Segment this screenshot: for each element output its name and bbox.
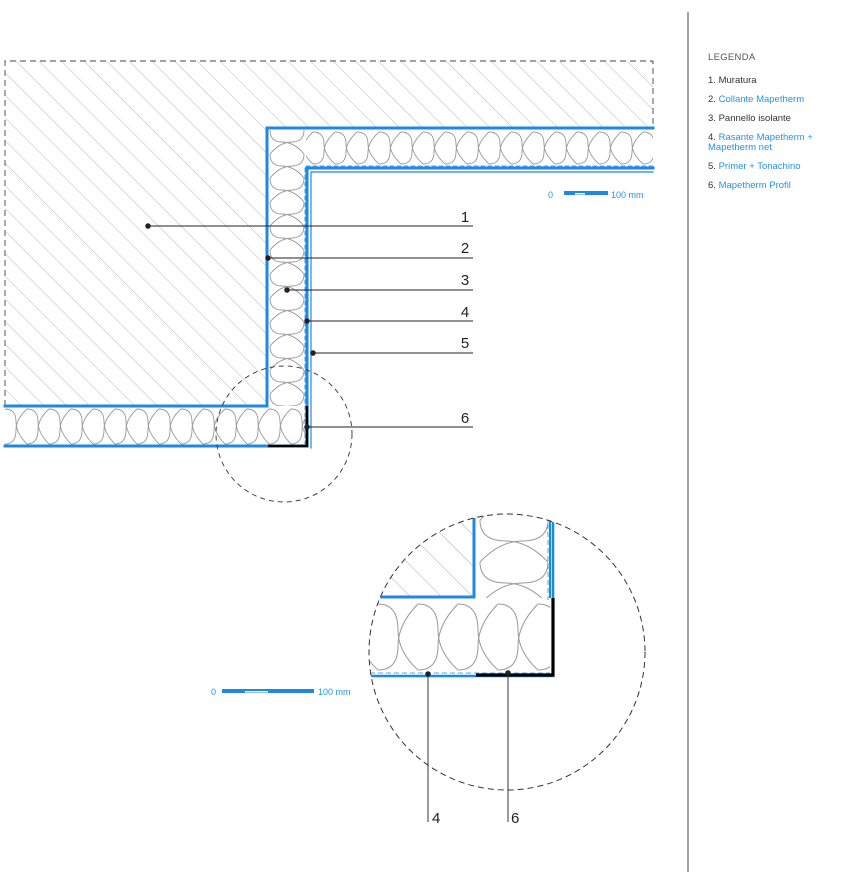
- legend-item-2-num: 2.: [708, 94, 716, 105]
- wall-masonry: [4, 60, 654, 406]
- scale-bottom-start: 0: [211, 687, 216, 697]
- enlarged-detail: [370, 514, 555, 678]
- legend-item-6-num: 6.: [708, 180, 716, 191]
- legend-item-4: 4. Rasante Mapetherm + Mapetherm net: [708, 133, 838, 153]
- corner-profile: [268, 406, 309, 448]
- legend-item-1: 1. Muratura: [708, 76, 838, 86]
- legend-item-2: 2. Collante Mapetherm: [708, 95, 838, 105]
- callout-leaders: [145, 223, 473, 430]
- legend-item-4-text: Rasante Mapetherm + Mapetherm net: [708, 132, 813, 153]
- callout-3: 3: [461, 272, 469, 289]
- legend-item-3: 3. Pannello isolante: [708, 114, 838, 124]
- legend-item-3-num: 3.: [708, 113, 716, 124]
- scale-bar-bottom: 0 100 mm: [211, 687, 351, 697]
- callout-2: 2: [461, 240, 469, 257]
- detail-leaders: [425, 670, 511, 822]
- callout-6: 6: [461, 410, 469, 427]
- legend-item-1-num: 1.: [708, 75, 716, 86]
- render-lines: [3, 126, 655, 449]
- callout-1: 1: [461, 209, 469, 226]
- legend-item-5-text: Primer + Tonachino: [718, 161, 801, 172]
- callout-4: 4: [461, 304, 469, 321]
- scale-bottom-end: 100 mm: [318, 687, 351, 697]
- legend-item-5: 5. Primer + Tonachino: [708, 162, 838, 172]
- legend-item-6: 6. Mapetherm Profil: [708, 181, 838, 191]
- legend-item-5-num: 5.: [708, 161, 716, 172]
- scale-top-start: 0: [548, 190, 553, 200]
- legend-item-2-text: Collante Mapetherm: [718, 94, 805, 105]
- scale-top-end: 100 mm: [611, 190, 644, 200]
- callout-5: 5: [461, 335, 469, 352]
- detail-marker-circle: [215, 365, 353, 503]
- detail-callout-6: 6: [511, 810, 519, 827]
- legend-panel: LEGENDA 1. Muratura 2. Collante Mapether…: [708, 52, 838, 200]
- insulation-top: [306, 130, 653, 166]
- legend-item-3-text: Pannello isolante: [718, 113, 791, 124]
- insulation-bottom: [5, 408, 305, 446]
- legend-item-6-text: Mapetherm Profil: [718, 180, 791, 191]
- legend-item-4-num: 4.: [708, 132, 716, 143]
- legend-title: LEGENDA: [708, 52, 756, 63]
- enlarged-detail-circle: [368, 513, 646, 791]
- scale-bar-top: 0 100 mm: [548, 190, 644, 200]
- detail-callout-4: 4: [432, 810, 440, 827]
- insulation-vertical: [268, 130, 306, 406]
- callout-labels: 1 2 3 4 5 6: [461, 209, 469, 427]
- legend-item-1-text: Muratura: [718, 75, 757, 86]
